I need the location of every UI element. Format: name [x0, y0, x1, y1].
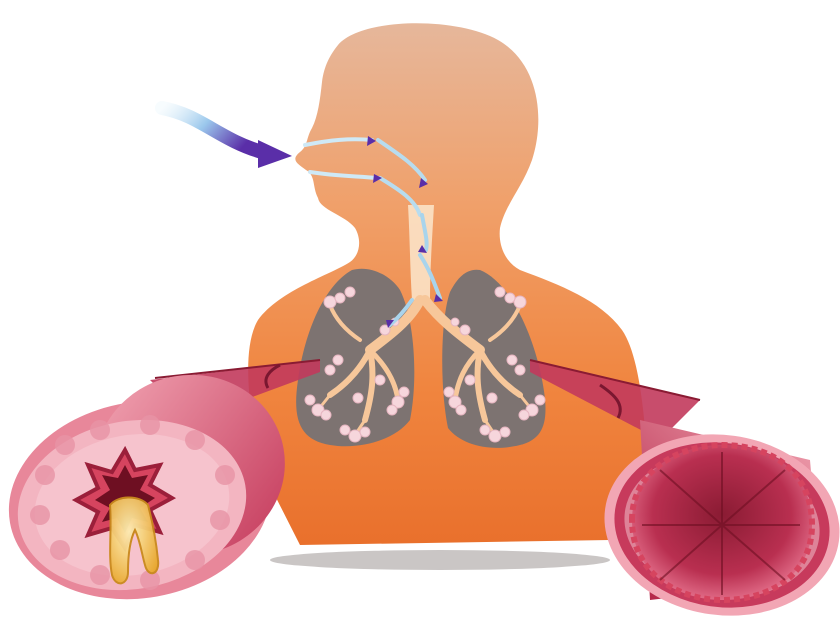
inhaled-air-arrow	[162, 108, 292, 168]
inflamed-airway-cross-section	[0, 360, 299, 620]
human-silhouette	[248, 23, 648, 570]
